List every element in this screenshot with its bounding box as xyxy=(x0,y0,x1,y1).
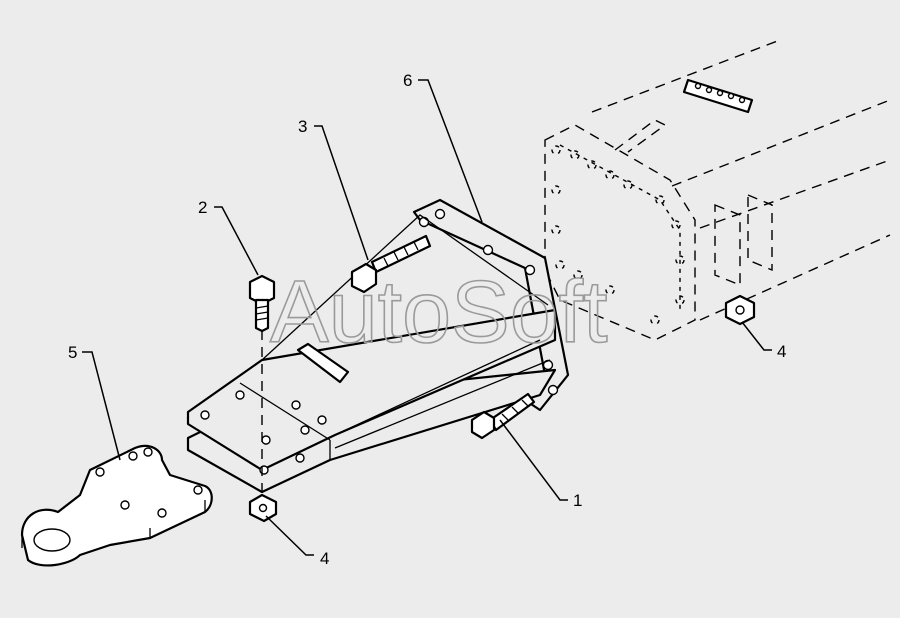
vertical-bolt-part-2 xyxy=(248,274,276,333)
callout-5: 5 xyxy=(68,343,77,362)
callout-6: 6 xyxy=(403,71,412,90)
long-bolt-part-3 xyxy=(350,234,432,294)
tow-bracket xyxy=(186,214,557,495)
watermark-text: AutoSoft xyxy=(270,262,608,361)
leader-lines xyxy=(82,79,772,556)
callout-4-right: 4 xyxy=(777,342,786,361)
connector-strip xyxy=(682,78,754,114)
callout-4-lower: 4 xyxy=(320,549,329,568)
callout-2: 2 xyxy=(198,198,207,217)
hex-nut-part-4-right xyxy=(724,294,756,326)
callout-3: 3 xyxy=(298,117,307,136)
callout-1: 1 xyxy=(573,491,582,510)
hex-nut-part-4-lower xyxy=(248,493,278,523)
drawbar-eye-part-5 xyxy=(20,444,213,567)
